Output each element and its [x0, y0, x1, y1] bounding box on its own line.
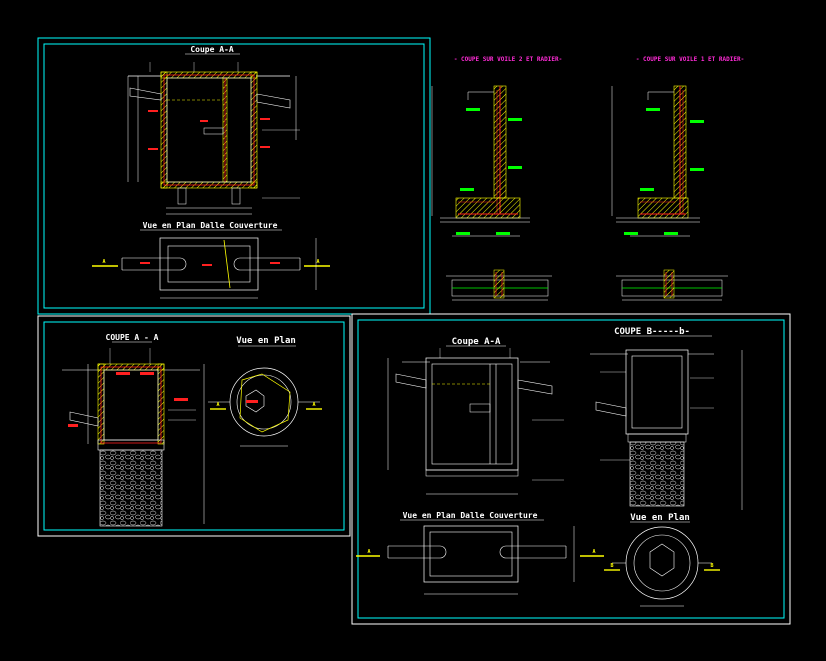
- top-section-aa: [127, 62, 300, 215]
- right-plan-dalle-view: [356, 525, 604, 595]
- sheet-frame-bottom-right: [351, 313, 791, 625]
- marker-a-left-plan: A: [216, 402, 219, 408]
- marker-a-right-left: A: [367, 549, 370, 555]
- slab-detail-left: [446, 269, 552, 301]
- marker-b-left: B: [610, 563, 613, 569]
- right-plan-view: [604, 526, 720, 607]
- wall-section-2: [431, 85, 530, 237]
- left-plan-view: [208, 367, 322, 447]
- right-section-aa: [387, 348, 564, 495]
- right-section-bb: [590, 349, 743, 510]
- marker-a-right-top: A: [316, 259, 319, 265]
- marker-b-right: B: [710, 563, 713, 569]
- marker-a-right-right: A: [592, 549, 595, 555]
- wall-coupe-1-title: - COUPE SUR VOILE 1 ET RADIER-: [636, 56, 744, 63]
- marker-a-left-top: A: [102, 259, 105, 265]
- slab-detail-right: [616, 269, 728, 301]
- right-coupe-b-title: COUPE B-----b-: [614, 327, 690, 337]
- left-section-aa: [62, 348, 205, 527]
- wall-coupe-2-title: - COUPE SUR VOILE 2 ET RADIER-: [454, 56, 562, 63]
- right-plan-title: Vue en Plan: [630, 513, 690, 523]
- left-coupe-title: COUPE A - A: [106, 333, 159, 342]
- right-coupe-a-title: Coupe A-A: [452, 337, 501, 347]
- marker-a-right-plan: A: [312, 402, 315, 408]
- sheet-frame-bottom-left: [37, 315, 351, 537]
- left-plan-title: Vue en Plan: [236, 336, 296, 346]
- sheet-frame-top-left: [37, 37, 431, 315]
- right-plan-dalle-title: Vue en Plan Dalle Couverture: [403, 511, 538, 520]
- top-coupe-title: Coupe A-A: [190, 45, 234, 54]
- top-plan-title: Vue en Plan Dalle Couverture: [143, 221, 278, 230]
- wall-section-1: [611, 85, 704, 237]
- top-plan-view: [92, 237, 330, 299]
